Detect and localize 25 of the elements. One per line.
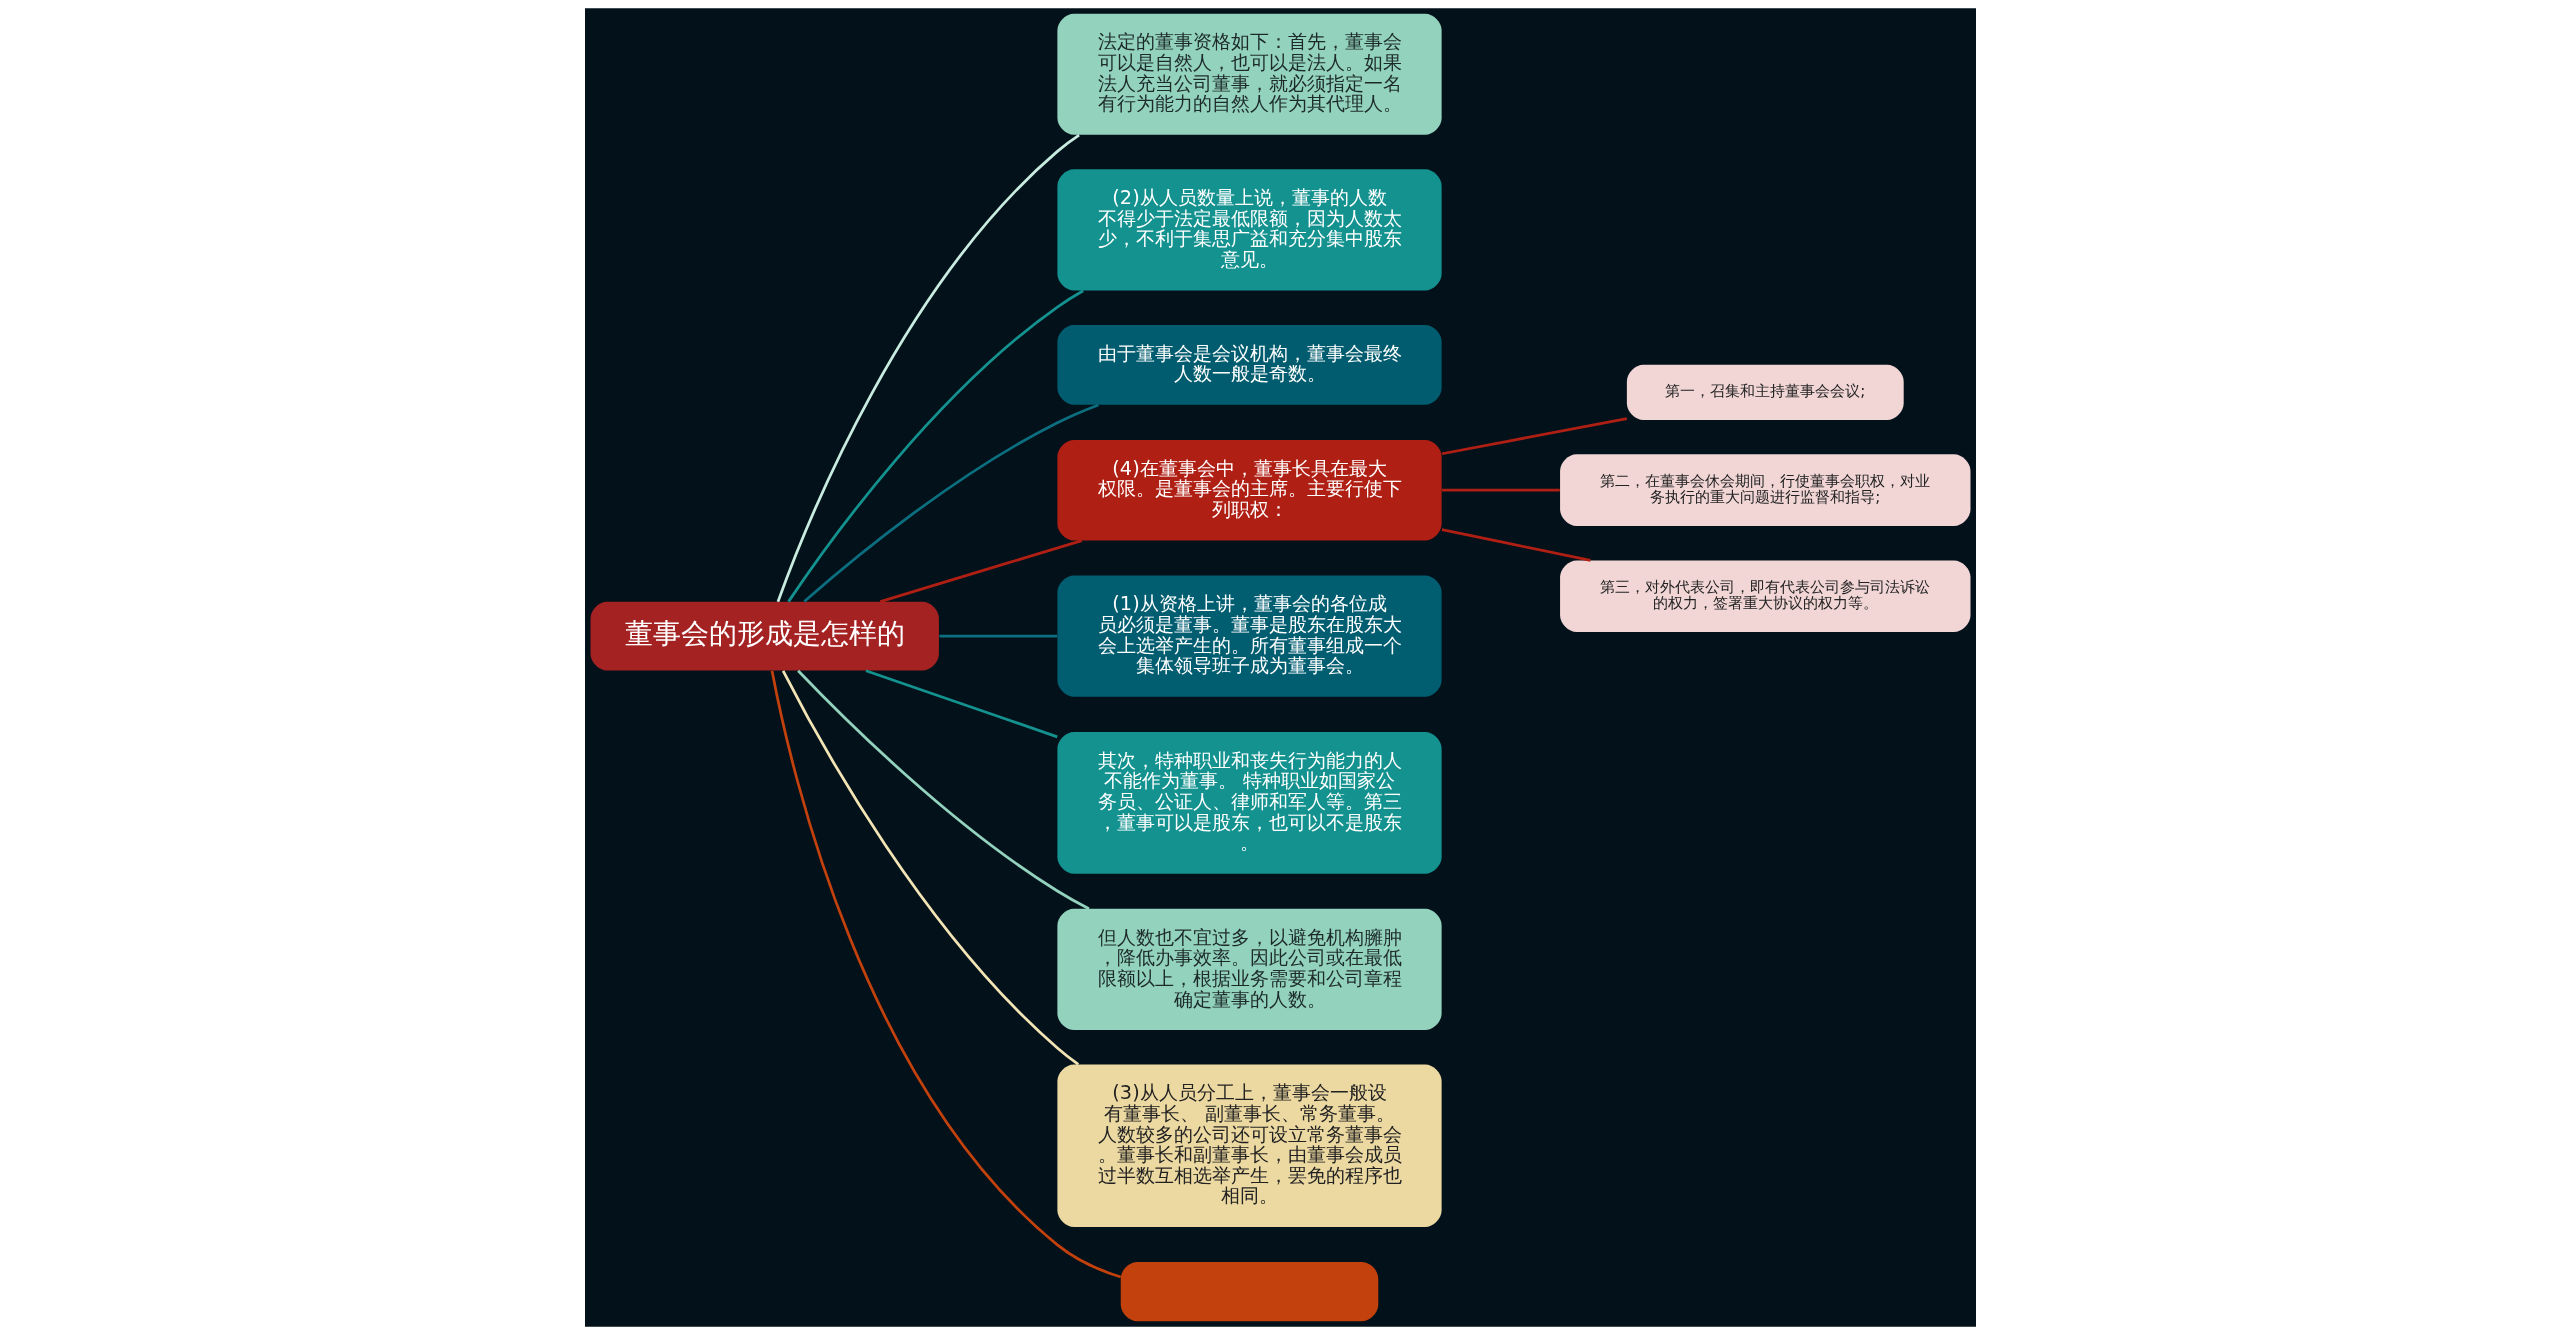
node-box: 第二，在董事会休会期间，行使董事会职权，对业务执行的重大问题进行监督和指导; bbox=[1559, 454, 1970, 526]
node-box: (3)从人员分工上，董事会一般设有董事长、 副董事长、常务董事。人数较多的公司还可设立常务董事会。董事长和副董事长，由董事会成员过半数互相选举产生，罢免的程序也相同。 bbox=[1056, 1064, 1442, 1227]
node-box: 董事会的形成是怎样的 bbox=[590, 601, 939, 671]
node-box: 其次，特种职业和丧失行为能力的人不能作为董事。 特种职业如国家公务员、公证人、律师和军人等。第三，董事可以是股东，也可以不是股东。 bbox=[1056, 731, 1442, 874]
node-box: 但人数也不宜过多，以避免机构臃肿，降低办事效率。因此公司或在最低限额以上，根据业务需要和公司章程确定董事的人数。 bbox=[1056, 908, 1442, 1031]
connector bbox=[879, 539, 1082, 603]
connector bbox=[1441, 488, 1560, 492]
node-box: 第一，召集和主持董事会会议; bbox=[1626, 364, 1904, 420]
connector bbox=[770, 670, 1121, 1279]
node-box: 由于董事会是会议机构，董事会最终人数一般是奇数。 bbox=[1056, 324, 1442, 405]
node-box: (1)从资格上讲，董事会的各位成员必须是董事。董事是股东在股东大会上选举产生的。所有董事组成一个集体领导班子成为董事会。 bbox=[1056, 575, 1442, 697]
connector bbox=[865, 669, 1058, 739]
connector bbox=[786, 289, 1084, 603]
node-box: (4)在董事会中，董事长具在最大权限。是董事会的主席。主要行使下列职权： bbox=[1056, 439, 1442, 541]
connector bbox=[938, 634, 1057, 638]
connector bbox=[781, 670, 1079, 1066]
node-box bbox=[1120, 1262, 1378, 1322]
connector bbox=[776, 134, 1080, 603]
node-box: (2)从人员数量上说，董事的人数不得少于法定最低限额，因为人数太少，不利于集思广益和充分集中股东意见。 bbox=[1056, 169, 1442, 291]
connector bbox=[1441, 417, 1627, 456]
node-box: 法定的董事资格如下：首先，董事会可以是自然人，也可以是法人。如果法人充当公司董事，就必须指定一名有行为能力的自然人作为其代理人。 bbox=[1056, 13, 1442, 135]
connector bbox=[1441, 528, 1591, 562]
connector bbox=[802, 403, 1099, 603]
node-box: 第三，对外代表公司，即有代表公司参与司法诉讼的权力，签署重大协议的权力等。 bbox=[1559, 560, 1970, 633]
connector bbox=[796, 669, 1090, 910]
